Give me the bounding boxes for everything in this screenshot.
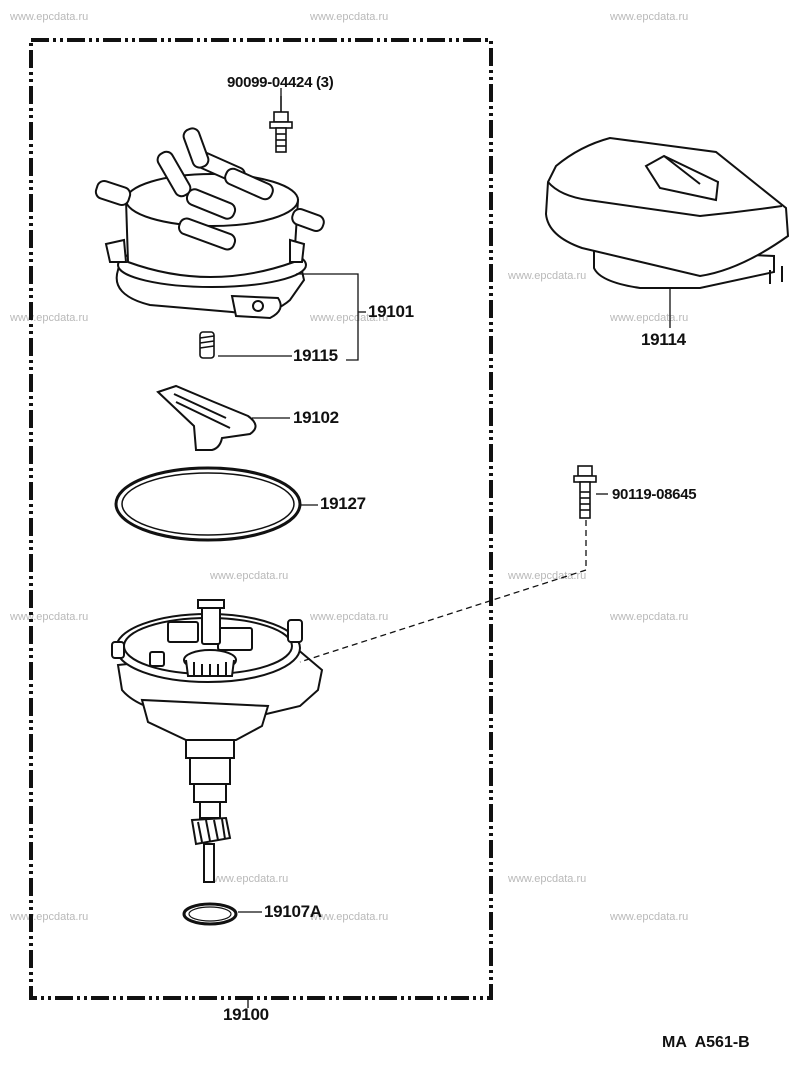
watermark: www.epcdata.ru	[310, 11, 389, 23]
label-cover: 19114	[641, 330, 686, 349]
distributor-cap-icon	[94, 127, 325, 320]
leader-lines	[218, 88, 671, 1008]
spring-icon	[199, 331, 215, 359]
label-bolt-side: 90119-08645	[612, 486, 697, 503]
bolt-side-icon	[573, 465, 597, 519]
watermark: www.epcdata.ru	[508, 270, 587, 282]
cover-icon	[544, 136, 790, 289]
bolt-top-icon	[269, 96, 293, 153]
label-oring: 19107A	[264, 902, 322, 921]
label-assembly: 19100	[223, 1005, 269, 1024]
watermark: www.epcdata.ru	[10, 11, 89, 23]
watermark: www.epcdata.ru	[610, 312, 689, 324]
watermark: www.epcdata.ru	[610, 611, 689, 623]
watermark: www.epcdata.ru	[508, 873, 587, 885]
distributor-housing-icon	[111, 599, 324, 883]
label-cap-assy: 19101	[368, 302, 414, 321]
watermark: www.epcdata.ru	[310, 611, 389, 623]
watermark: www.epcdata.ru	[310, 911, 389, 923]
gasket-icon	[114, 466, 302, 542]
watermark: www.epcdata.ru	[508, 570, 587, 582]
rotor-icon	[156, 384, 257, 451]
assembly-frame	[29, 38, 493, 1000]
watermark: www.epcdata.ru	[310, 312, 389, 324]
label-bolt-top: 90099-04424 (3)	[227, 74, 334, 91]
watermark: www.epcdata.ru	[210, 570, 289, 582]
label-spring: 19115	[293, 346, 338, 365]
watermark: www.epcdata.ru	[610, 911, 689, 923]
watermark: www.epcdata.ru	[610, 11, 689, 23]
oring-icon	[182, 902, 238, 926]
label-gasket: 19127	[320, 494, 366, 513]
watermark: www.epcdata.ru	[210, 873, 289, 885]
diagram-code: MA A561-B	[662, 1034, 750, 1051]
label-rotor: 19102	[293, 408, 339, 427]
